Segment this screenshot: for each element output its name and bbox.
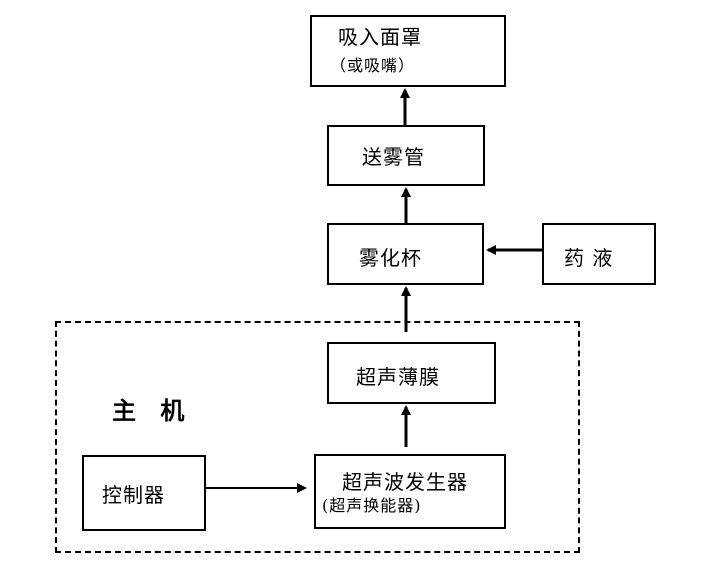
generator-sublabel: (超声换能器) [322,496,422,515]
cup-box: 雾化杯 [327,223,484,285]
controller-label: 控制器 [102,483,165,507]
film-box: 超声薄膜 [327,342,496,404]
mask-box: 吸入面罩 （或吸嘴） [310,15,506,87]
tube-box: 送雾管 [327,125,485,186]
main-unit-label: 主 机 [112,397,193,425]
liquid-box: 药 液 [542,223,656,285]
cup-label: 雾化杯 [359,246,422,270]
film-label: 超声薄膜 [356,365,440,389]
mask-label: 吸入面罩 [338,25,422,49]
generator-box: 超声波发生器 (超声换能器) [314,454,506,529]
liquid-label: 药 液 [564,246,614,270]
tube-label: 送雾管 [362,145,425,169]
generator-label: 超声波发生器 [342,470,468,494]
main-unit-region [55,321,580,553]
mask-sublabel: （或吸嘴） [330,56,416,75]
controller-box: 控制器 [82,455,206,531]
